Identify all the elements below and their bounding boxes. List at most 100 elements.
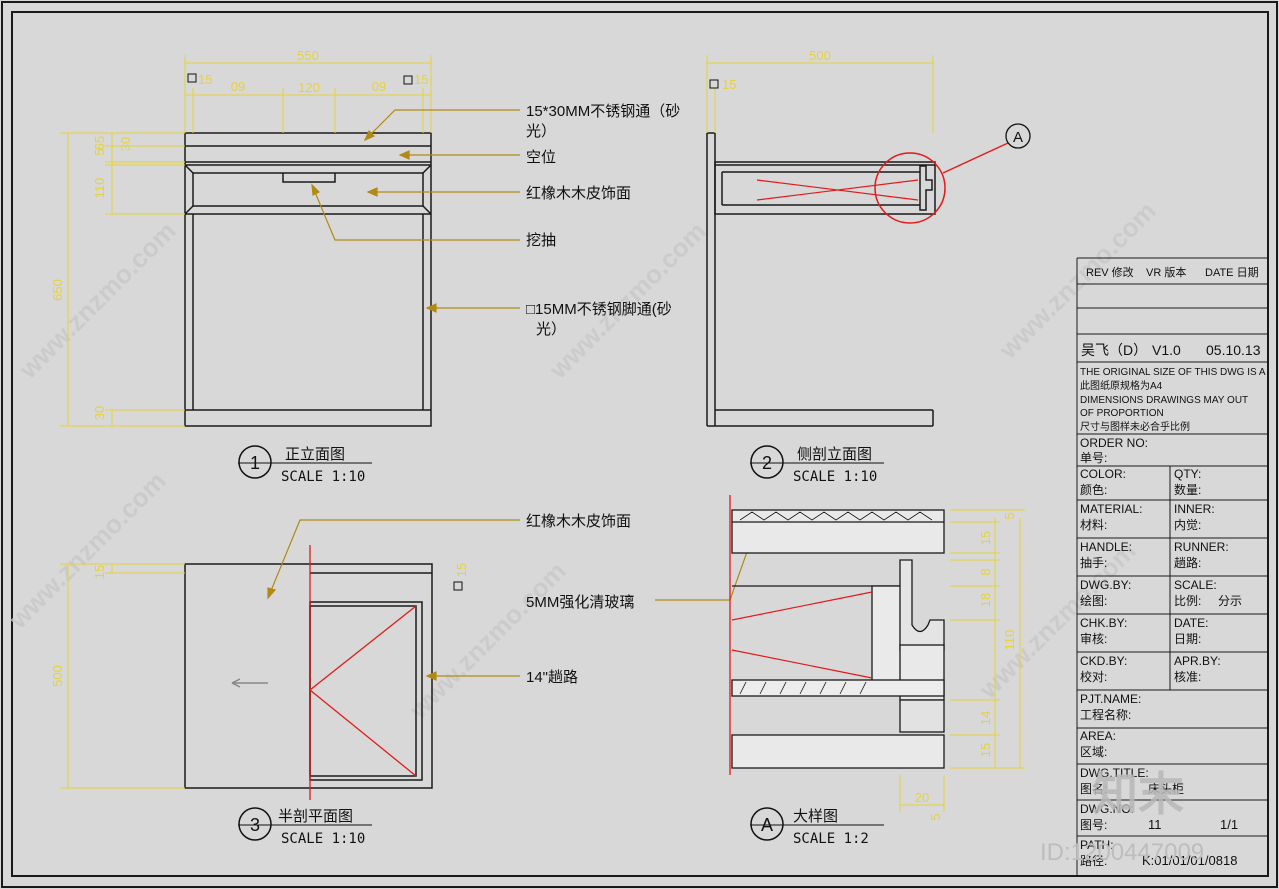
tb-label: 数量: bbox=[1174, 482, 1201, 497]
dim-text: 60 bbox=[372, 79, 386, 94]
tb-label: DWG.TITLE: bbox=[1080, 766, 1149, 780]
tb-label: RUNNER: bbox=[1174, 540, 1229, 554]
tb-label: 核准: bbox=[1174, 670, 1201, 684]
view-title: 半剖平面图 bbox=[278, 808, 353, 825]
tb-label: ORDER NO: bbox=[1080, 436, 1148, 450]
view-label-1: 1 正立面图 SCALE 1:10 bbox=[238, 445, 372, 485]
annotation-text: 红橡木木皮饰面 bbox=[526, 185, 631, 202]
tb-label: 材料: bbox=[1080, 518, 1107, 532]
plan-dimensions bbox=[60, 563, 185, 789]
side-section bbox=[706, 132, 936, 427]
dim-text: 15 bbox=[92, 565, 107, 579]
tb-label: 内觉: bbox=[1174, 518, 1201, 532]
tb-value: 1/1 bbox=[1220, 817, 1238, 832]
view-scale: SCALE 1:10 bbox=[281, 831, 365, 847]
front-elevation bbox=[184, 132, 432, 427]
square-marker-icon bbox=[187, 73, 197, 83]
dim-text: 500 bbox=[809, 48, 831, 63]
plan-red bbox=[308, 545, 417, 800]
annotation-text: 光） bbox=[526, 123, 556, 140]
detail-bottom-panel bbox=[731, 734, 945, 769]
annotation-text: 红橡木木皮饰面 bbox=[526, 513, 631, 530]
dim-text: 14 bbox=[978, 711, 993, 725]
tb-label: DATE 日期 bbox=[1205, 266, 1259, 279]
annotation-text: 15*30MM不锈钢通（砂 bbox=[526, 103, 680, 120]
tb-label: INNER: bbox=[1174, 502, 1215, 516]
dim-text: 5 bbox=[92, 148, 107, 155]
view-title: 侧剖立面图 bbox=[797, 446, 872, 463]
dim-text: 500 bbox=[50, 665, 65, 687]
tb-label: 绘图: bbox=[1080, 593, 1107, 608]
front-line bbox=[184, 205, 194, 215]
tb-label: PJT.NAME: bbox=[1080, 692, 1141, 706]
tb-label: 图名: bbox=[1080, 781, 1107, 796]
front-annotations: 15*30MM不锈钢通（砂 光） 空位 红橡木木皮饰面 挖抽 □15MM不锈钢脚… bbox=[526, 103, 680, 338]
dim-text: 650 bbox=[50, 279, 65, 301]
inner-frame bbox=[11, 11, 1269, 877]
view-number-circle bbox=[238, 445, 272, 479]
dim-text: 110 bbox=[92, 178, 107, 199]
square-marker-icon bbox=[403, 75, 413, 85]
tb-note: 此图纸原规格为A4 bbox=[1080, 379, 1163, 392]
tb-label: 趟路: bbox=[1174, 555, 1201, 570]
leader-arrow bbox=[398, 150, 410, 160]
arrow-left-icon bbox=[231, 678, 268, 688]
view-label-A: A 大样图 SCALE 1:2 bbox=[750, 807, 884, 847]
square-marker-icon bbox=[709, 79, 719, 89]
tb-label: 比例: bbox=[1174, 594, 1201, 608]
tb-label: 颜色: bbox=[1080, 482, 1107, 497]
view-number: 1 bbox=[250, 453, 260, 473]
tb-version: V1.0 bbox=[1152, 342, 1181, 358]
tb-note: THE ORIGINAL SIZE OF THIS DWG IS A bbox=[1080, 367, 1266, 378]
detail-runner bbox=[731, 679, 945, 697]
detail-front-profile bbox=[899, 559, 945, 651]
callout-badge bbox=[1005, 123, 1031, 149]
tb-designer: 吴飞（D） bbox=[1081, 342, 1147, 358]
plan-annotations: 红橡木木皮饰面 5MM强化清玻璃 14"趟路 bbox=[526, 513, 634, 686]
drawer-pull-slot bbox=[282, 173, 336, 183]
front-outline bbox=[184, 132, 432, 427]
tb-label: 路径: bbox=[1080, 853, 1107, 868]
dim-text: 15 bbox=[414, 72, 428, 87]
image-id: ID:1200447009 bbox=[1040, 839, 1204, 866]
view-title: 正立面图 bbox=[285, 446, 345, 463]
tb-label: 单号: bbox=[1080, 451, 1107, 465]
view-scale: SCALE 1:2 bbox=[793, 831, 869, 847]
front-line bbox=[422, 164, 432, 174]
square-marker-icon bbox=[453, 581, 463, 591]
hatch-pattern bbox=[739, 511, 933, 521]
front-leaders bbox=[311, 109, 520, 313]
detail-red bbox=[731, 591, 873, 679]
brand-logo: 知末 bbox=[1092, 768, 1184, 820]
annotation-text: 光） bbox=[536, 321, 566, 338]
tb-label: DATE: bbox=[1174, 616, 1208, 630]
tb-label: QTY: bbox=[1174, 467, 1201, 481]
view-label-3: 3 半剖平面图 SCALE 1:10 bbox=[238, 807, 372, 847]
view-number-circle bbox=[750, 807, 784, 841]
view-scale: SCALE 1:10 bbox=[793, 469, 877, 485]
title-block: REV 修改 VR 版本 DATE 日期 吴飞（D） V1.0 05.10.13… bbox=[1040, 257, 1268, 876]
leader-arrow bbox=[425, 303, 437, 313]
annotation-text: 5MM强化清玻璃 bbox=[526, 594, 634, 611]
tb-label: SCALE: bbox=[1174, 578, 1217, 592]
tb-label: HANDLE: bbox=[1080, 540, 1132, 554]
annotation-text: 挖抽 bbox=[526, 232, 556, 249]
annotation-text: 14"趟路 bbox=[526, 669, 578, 686]
tb-label: DWG.NO: bbox=[1080, 802, 1134, 816]
callout-leader bbox=[942, 142, 1009, 174]
tb-label: 工程名称: bbox=[1080, 707, 1131, 722]
side-drawer-box bbox=[714, 161, 936, 215]
glass-diagonal bbox=[731, 591, 873, 621]
view-number: A bbox=[761, 815, 773, 835]
leader-arrow bbox=[425, 671, 437, 681]
leader-arrow bbox=[363, 129, 376, 142]
leader-arrow bbox=[267, 587, 277, 600]
dim-text: 30 bbox=[118, 137, 133, 151]
tb-note: DIMENSIONS DRAWINGS MAY OUT bbox=[1080, 395, 1248, 406]
front-dim-text: 550 15 60 120 60 15 30 5 65 110 650 30 bbox=[50, 48, 428, 420]
leader-line bbox=[267, 519, 520, 599]
tb-label: 校对: bbox=[1080, 669, 1107, 684]
view-scale: SCALE 1:10 bbox=[281, 469, 365, 485]
